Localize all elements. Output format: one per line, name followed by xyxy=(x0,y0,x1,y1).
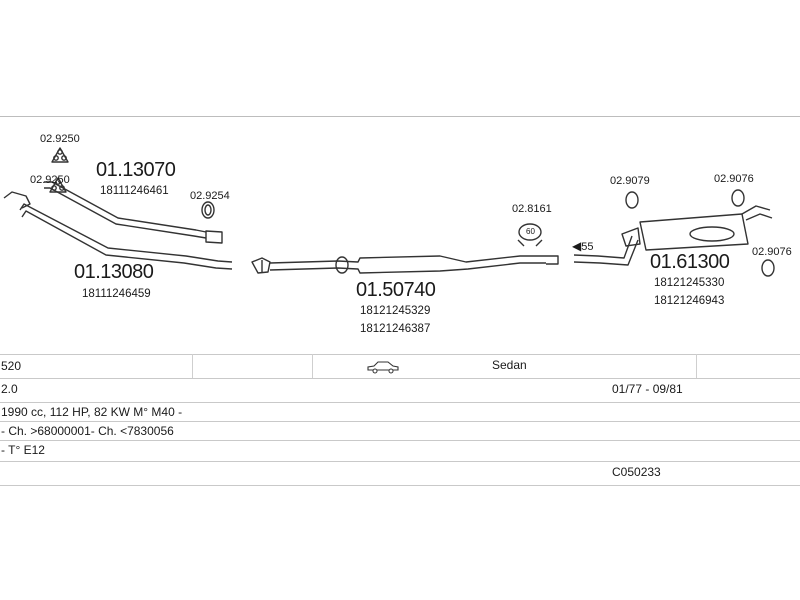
part-code: 01.13080 xyxy=(74,261,154,283)
model-cell: 520 xyxy=(1,359,22,373)
part-length: ◀55 xyxy=(572,239,594,253)
exhaust-diagram: 02.9250 02.9250 01.13070 18111246461 02.… xyxy=(0,117,800,355)
part-code: 02.9076 xyxy=(714,173,754,185)
top-separator xyxy=(0,116,800,117)
table-divider xyxy=(192,354,193,378)
clamp-icon xyxy=(761,259,775,277)
part-code: 01.50740 xyxy=(356,279,436,301)
gasket-icon xyxy=(51,147,69,163)
chassis-range-cell: - Ch. >68000001- Ch. <7830056 xyxy=(1,424,174,438)
exhaust-line-art xyxy=(3,147,775,277)
engine-details-cell: 1990 cc, 112 HP, 82 KW M° M40 - xyxy=(1,405,183,419)
part-code: 02.8161 xyxy=(512,203,552,215)
part-code: 02.9250 xyxy=(30,174,70,186)
type-code-cell: - T° E12 xyxy=(1,443,45,457)
oem-number: 18121246387 xyxy=(360,323,431,335)
body-type-cell: Sedan xyxy=(492,358,527,372)
table-divider xyxy=(696,354,697,378)
part-code: 02.9076 xyxy=(752,246,792,258)
part-code: 02.9254 xyxy=(190,190,230,202)
clamp-icon xyxy=(201,201,215,219)
table-line xyxy=(0,461,800,462)
part-code: 01.13070 xyxy=(96,159,176,181)
oem-number: 18121246943 xyxy=(654,295,725,307)
vehicle-table: 520 Sedan 2.0 01/77 - 09/81 1990 cc, 112… xyxy=(0,354,800,488)
table-line xyxy=(0,485,800,486)
table-line xyxy=(0,421,800,422)
oem-number: 18121245330 xyxy=(654,277,725,289)
oem-number: 18111246459 xyxy=(82,288,151,300)
part-code: 02.9250 xyxy=(40,133,80,145)
clamp-icon xyxy=(625,191,639,209)
engine-size-cell: 2.0 xyxy=(1,382,18,396)
table-line xyxy=(0,354,800,355)
clamp-icon xyxy=(517,223,543,247)
table-divider xyxy=(312,354,313,378)
sedan-car-icon xyxy=(366,360,400,379)
table-line xyxy=(0,378,800,379)
clamp-number: 60 xyxy=(526,227,535,236)
catalogue-code-cell: C050233 xyxy=(612,465,661,479)
part-code: 01.61300 xyxy=(650,251,730,273)
clamp-icon xyxy=(731,189,745,207)
table-line xyxy=(0,402,800,403)
production-period-cell: 01/77 - 09/81 xyxy=(612,382,683,396)
table-line xyxy=(0,440,800,441)
oem-number: 18111246461 xyxy=(100,185,169,197)
part-code: 02.9079 xyxy=(610,175,650,187)
oem-number: 18121245329 xyxy=(360,305,431,317)
